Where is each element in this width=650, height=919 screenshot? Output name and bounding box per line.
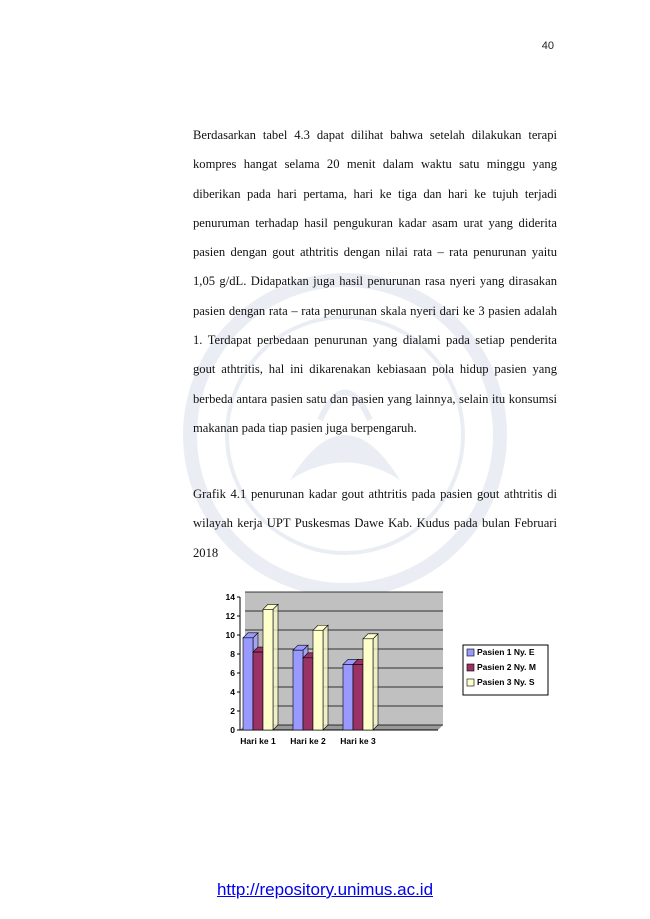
bar — [262, 609, 274, 731]
legend-box — [462, 644, 549, 696]
bar-side — [372, 633, 379, 731]
y-tick-label: 2 — [230, 706, 235, 716]
legend-swatch — [466, 663, 475, 672]
y-tick-label: 8 — [230, 649, 235, 659]
y-tick-label: 10 — [226, 630, 236, 640]
bar — [302, 657, 314, 731]
y-tick-label: 14 — [226, 592, 236, 602]
y-tick-label: 12 — [226, 611, 236, 621]
x-category-label: Hari ke 3 — [340, 736, 376, 746]
bar — [292, 649, 304, 731]
legend-swatch — [466, 678, 475, 687]
plot-floor — [240, 725, 443, 730]
y-tick-label: 0 — [230, 725, 235, 735]
legend-swatch — [466, 648, 475, 657]
bar-side — [322, 624, 329, 731]
legend-entry: Pasien 3 Ny. S — [477, 677, 535, 687]
x-category-label: Hari ke 2 — [290, 736, 326, 746]
bar — [252, 651, 264, 731]
bar — [362, 638, 374, 731]
figure-caption: Grafik 4.1 penurunan kadar gout athtriti… — [193, 487, 557, 560]
bar — [342, 664, 354, 731]
x-category-label: Hari ke 1 — [240, 736, 276, 746]
page-number: 40 — [541, 40, 554, 52]
bar — [352, 664, 364, 731]
y-tick-label: 6 — [230, 668, 235, 678]
repository-link[interactable]: http://repository.unimus.ac.id — [216, 880, 434, 899]
bar-side — [272, 603, 279, 731]
bar — [242, 637, 254, 731]
body-paragraph: Berdasarkan tabel 4.3 dapat dilihat bahw… — [193, 128, 557, 435]
y-tick-label: 4 — [230, 687, 235, 697]
legend-entry: Pasien 2 Ny. M — [477, 662, 536, 672]
bar — [312, 629, 324, 731]
legend-entry: Pasien 1 Ny. E — [477, 647, 535, 657]
